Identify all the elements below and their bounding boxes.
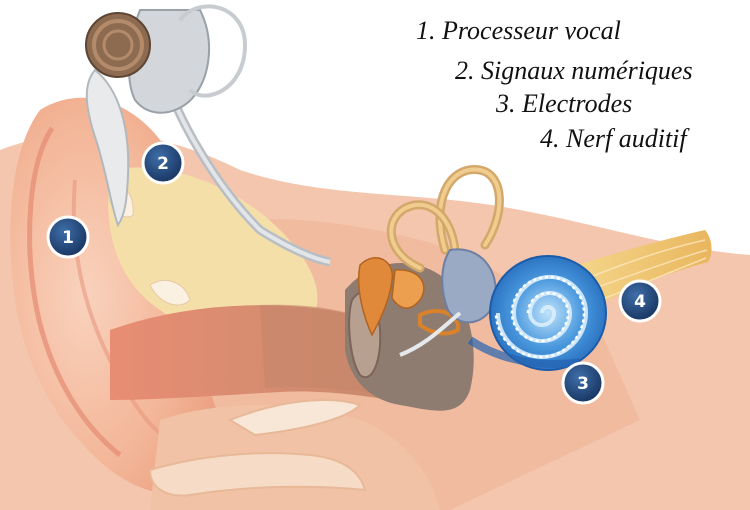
badge-2-label: 2 xyxy=(157,154,169,174)
legend-item-electrodes: 3. Electrodes xyxy=(496,89,632,119)
legend-item-processeur-vocal: 1. Processeur vocal xyxy=(416,16,621,46)
badge-3-label: 3 xyxy=(577,374,589,394)
legend-item-signaux-numeriques: 2. Signaux numériques xyxy=(455,56,693,86)
cochlea xyxy=(490,256,606,370)
legend-item-nerf-auditif: 4. Nerf auditif xyxy=(540,124,687,154)
badge-1: 1 xyxy=(48,217,88,257)
badge-1-label: 1 xyxy=(62,228,74,248)
badge-4-label: 4 xyxy=(634,292,646,312)
badge-3: 3 xyxy=(563,363,603,403)
badge-4: 4 xyxy=(620,281,660,321)
badge-2: 2 xyxy=(143,143,183,183)
